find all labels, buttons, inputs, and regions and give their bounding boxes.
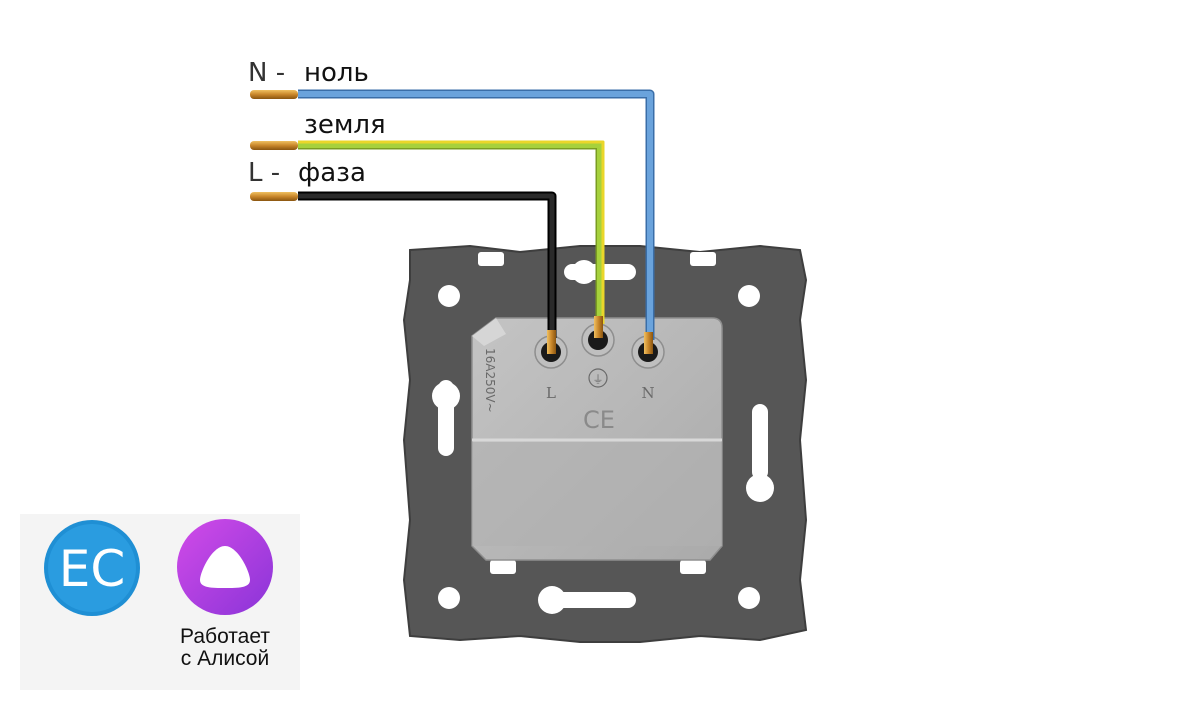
wire-neutral [250,89,655,354]
socket-body: 16A250V~ [471,317,723,561]
wire-label-phase: фаза [298,158,366,188]
terminal-label-n: N [641,384,654,402]
wire-code-phase: L - [248,158,281,188]
alice-logo [177,519,273,615]
copper-end-phase [250,192,298,201]
copper-end-earth [250,141,298,150]
ce-mark: CE [583,406,615,434]
rating-text: 16A250V~ [483,348,497,413]
copper-end-neutral [250,90,298,99]
alice-caption-line2: с Алисой [180,647,270,670]
ec-logo-text: EC [59,540,126,598]
wire-phase [250,191,557,354]
wire-code-neutral: N - [248,58,286,88]
terminal-label-ground: ⏚ [593,373,604,386]
terminal-label-l: L [546,384,556,402]
alice-caption-line1: Работает [180,625,270,648]
wire-label-neutral: ноль [304,58,369,88]
alice-caption: Работает с Алисой [160,626,290,670]
wire-label-earth: земля [304,110,386,140]
wire-earth [250,140,605,338]
ec-logo: EC [44,520,140,616]
